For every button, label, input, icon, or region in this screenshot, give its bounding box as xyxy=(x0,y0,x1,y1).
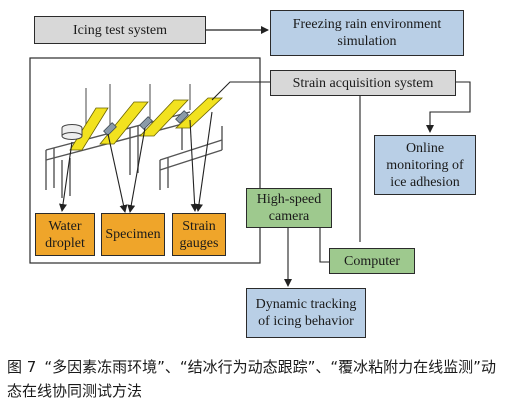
figure-number: 图 7 xyxy=(7,358,37,376)
arrow-strain-gauges xyxy=(195,111,213,212)
arrow-specimen xyxy=(127,127,146,213)
dynamic-tracking-box: Dynamic tracking of icing behavior xyxy=(246,288,366,338)
link-rig-to-strain xyxy=(211,81,270,101)
figure-caption: 图 7“多因素冻雨环境”、“结冰行为动态跟踪”、“覆冰粘附力在线监测”动态在线协… xyxy=(7,355,507,403)
computer-box: Computer xyxy=(329,248,415,274)
strain-acquisition-system-box: Strain acquisition system xyxy=(270,70,456,96)
water-droplet-box: Water droplet xyxy=(35,213,95,256)
arrow-strain-gauges-2 xyxy=(189,119,199,212)
link-camera-to-computer xyxy=(319,228,329,263)
icing-test-system-box: Icing test system xyxy=(34,16,206,44)
arrow-strain-to-online xyxy=(426,81,471,133)
test-method-diagram: Icing test system Freezing rain environm… xyxy=(29,10,476,338)
arrow-specimen-2 xyxy=(107,133,128,213)
online-monitoring-box: Online monitoring of ice adhesion xyxy=(374,135,476,195)
freezing-rain-simulation-box: Freezing rain environment simulation xyxy=(270,10,464,56)
strain-gauges-box: Strain gauges xyxy=(172,213,226,256)
caption-text: “多因素冻雨环境”、“结冰行为动态跟踪”、“覆冰粘附力在线监测”动态在线协同测试… xyxy=(7,358,496,400)
high-speed-camera-box: High-speed camera xyxy=(246,188,332,228)
arrow-water-droplet xyxy=(59,141,73,212)
specimen-box: Specimen xyxy=(101,213,165,256)
